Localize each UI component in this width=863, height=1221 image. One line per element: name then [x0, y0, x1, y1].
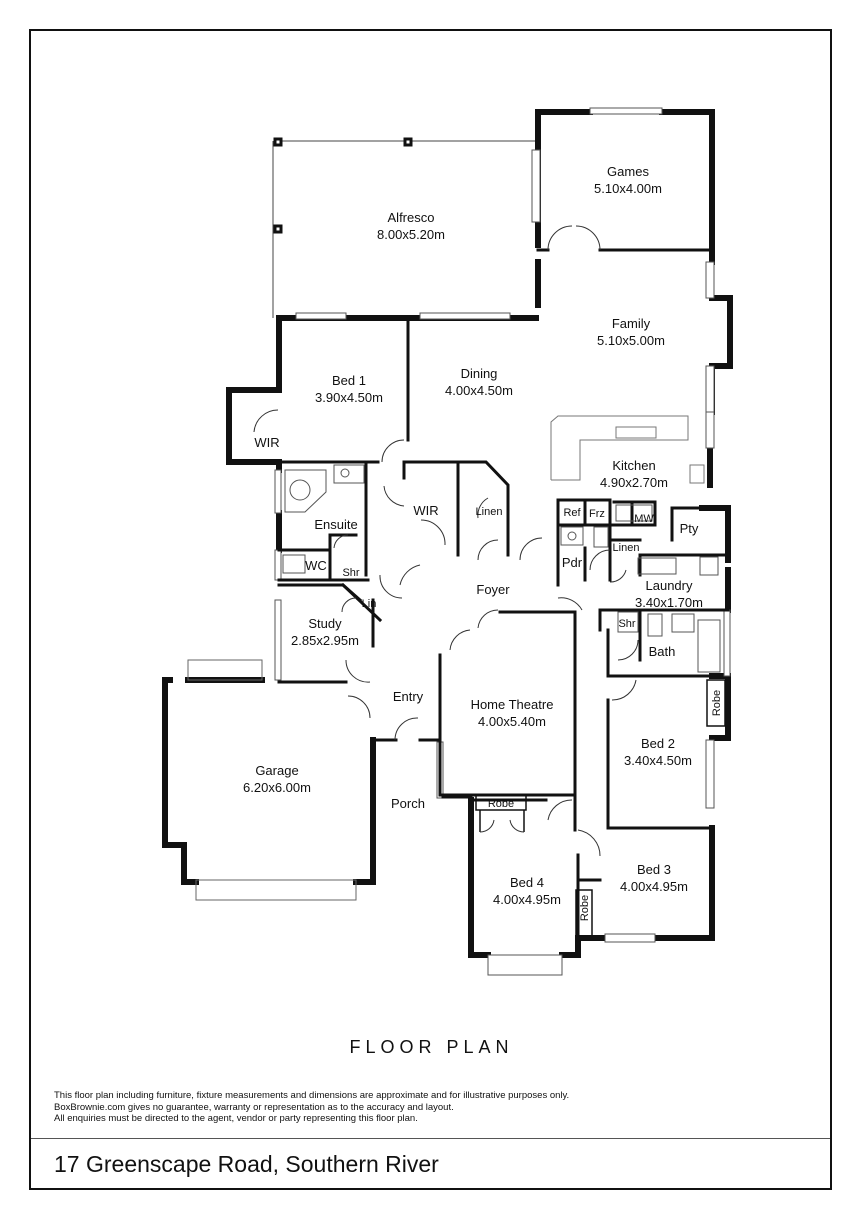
disclaimer-line: All enquiries must be directed to the ag…	[54, 1113, 418, 1124]
room-size-garage: 6.20x6.00m	[243, 780, 311, 795]
room-name-family: Family	[612, 316, 651, 331]
disclaimer-text: This floor plan including furniture, fix…	[54, 1090, 774, 1125]
page-border	[29, 29, 832, 1190]
room-name-home-theatre: Home Theatre	[471, 697, 554, 712]
room-size-bed4: 4.00x4.95m	[493, 892, 561, 907]
label-foyer: Foyer	[476, 582, 510, 597]
fixtures	[282, 464, 721, 673]
label-frz: Frz	[589, 508, 605, 520]
label-wc: WC	[305, 558, 327, 573]
plan-title: FLOOR PLAN	[349, 1037, 514, 1057]
room-name-bed4: Bed 4	[510, 875, 544, 890]
room-size-bed3: 4.00x4.95m	[620, 879, 688, 894]
room-name-laundry: Laundry	[646, 578, 693, 593]
room-size-games: 5.10x4.00m	[594, 181, 662, 196]
room-labels: Games 5.10x4.00m Alfresco 8.00x5.20m Fam…	[243, 164, 723, 921]
disclaimer-line: This floor plan including furniture, fix…	[54, 1090, 570, 1101]
label-shr-ensuite: Shr	[342, 567, 359, 579]
label-bath: Bath	[649, 644, 676, 659]
room-size-bed2: 3.40x4.50m	[624, 753, 692, 768]
label-wir-main: WIR	[254, 435, 279, 450]
windows	[274, 107, 731, 976]
room-name-study: Study	[308, 616, 342, 631]
label-pty: Pty	[680, 521, 699, 536]
label-lin-study: Lin	[362, 598, 377, 610]
disclaimer-line: BoxBrownie.com gives no guarantee, warra…	[54, 1101, 454, 1113]
interior-walls	[277, 248, 730, 940]
label-linen-hall: Linen	[476, 506, 503, 518]
label-linen-laundry: Linen	[613, 542, 640, 554]
footer-divider	[31, 1138, 830, 1139]
room-name-garage: Garage	[255, 763, 298, 778]
room-name-bed1: Bed 1	[332, 373, 366, 388]
label-pdr: Pdr	[562, 555, 583, 570]
room-size-laundry: 3.40x1.70m	[635, 595, 703, 610]
label-porch: Porch	[391, 796, 425, 811]
bed3-robe	[575, 889, 593, 937]
label-wir-hall: WIR	[413, 503, 438, 518]
label-shr-bath: Shr	[618, 618, 635, 630]
label-mw: MW	[634, 513, 654, 525]
property-address: 17 Greenscape Road, Southern River	[54, 1151, 439, 1177]
room-name-games: Games	[607, 164, 649, 179]
room-size-study: 2.85x2.95m	[291, 633, 359, 648]
label-ensuite: Ensuite	[314, 517, 357, 532]
room-name-alfresco: Alfresco	[388, 210, 435, 225]
room-size-family: 5.10x5.00m	[597, 333, 665, 348]
room-size-alfresco: 8.00x5.20m	[377, 227, 445, 242]
bed4-robe	[475, 794, 527, 832]
garage-door-lines	[187, 659, 357, 901]
room-size-home-theatre: 4.00x5.40m	[478, 714, 546, 729]
room-name-bed2: Bed 2	[641, 736, 675, 751]
label-ref: Ref	[563, 507, 581, 519]
alfresco-posts	[273, 137, 413, 234]
room-size-kitchen: 4.90x2.70m	[600, 475, 668, 490]
bed2-robe	[706, 679, 726, 727]
room-name-kitchen: Kitchen	[612, 458, 655, 473]
label-robe-bed4: Robe	[488, 798, 514, 810]
room-size-bed1: 3.90x4.50m	[315, 390, 383, 405]
room-size-dining: 4.00x4.50m	[445, 383, 513, 398]
room-name-dining: Dining	[461, 366, 498, 381]
door-swings	[253, 225, 639, 857]
label-robe-bed3: Robe	[579, 895, 591, 921]
label-robe-bed2: Robe	[711, 690, 723, 716]
kitchen-island	[550, 415, 705, 484]
label-entry: Entry	[393, 689, 424, 704]
room-name-bed3: Bed 3	[637, 862, 671, 877]
